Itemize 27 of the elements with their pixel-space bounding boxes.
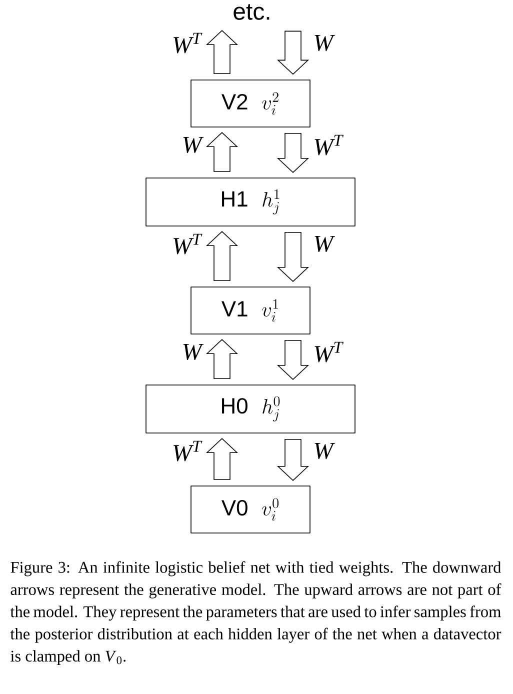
block-arrow [276, 133, 309, 173]
edge-label: W$^{T}$ [314, 134, 344, 156]
layer-box: V2 $v_i^2$ [190, 80, 310, 128]
block-arrow [206, 132, 238, 172]
layer-box: H0 $h_j^0$ [146, 384, 356, 434]
block-arrow [276, 30, 309, 75]
figure-caption: Figure 3: An infinite logistic belief net with tied weights. The downward arrows represent the generative model. The upward arrows are not part of the model. They represent the parameters that are used to infer samples from the posterior distribution at each hidden layer of the net when a datavector is clamped on V$_{0}$. [10, 561, 502, 665]
edge-label: W [314, 34, 335, 52]
edge-label: W [314, 442, 335, 460]
edge-label: W [314, 236, 335, 252]
layer-box: V0 $v_i^0$ [190, 486, 310, 534]
edge-label: W$^{T}$ [174, 234, 202, 254]
text-label: etc. [234, 4, 270, 20]
block-arrow [276, 232, 309, 282]
block-arrow [206, 339, 238, 379]
layer-box: V1 $v_i^1$ [190, 286, 310, 334]
block-arrow [206, 30, 238, 74]
edge-label: W$^{T}$ [314, 342, 344, 362]
edge-label: W$^{T}$ [174, 440, 202, 462]
block-arrow [206, 231, 238, 281]
edge-label: W [183, 136, 204, 154]
edge-label: W$^{T}$ [174, 32, 202, 54]
block-arrow [276, 340, 309, 380]
block-arrow [276, 439, 309, 481]
edge-label: W [183, 344, 204, 360]
block-arrow [206, 438, 238, 480]
layer-box: H1 $h_j^1$ [146, 178, 356, 226]
